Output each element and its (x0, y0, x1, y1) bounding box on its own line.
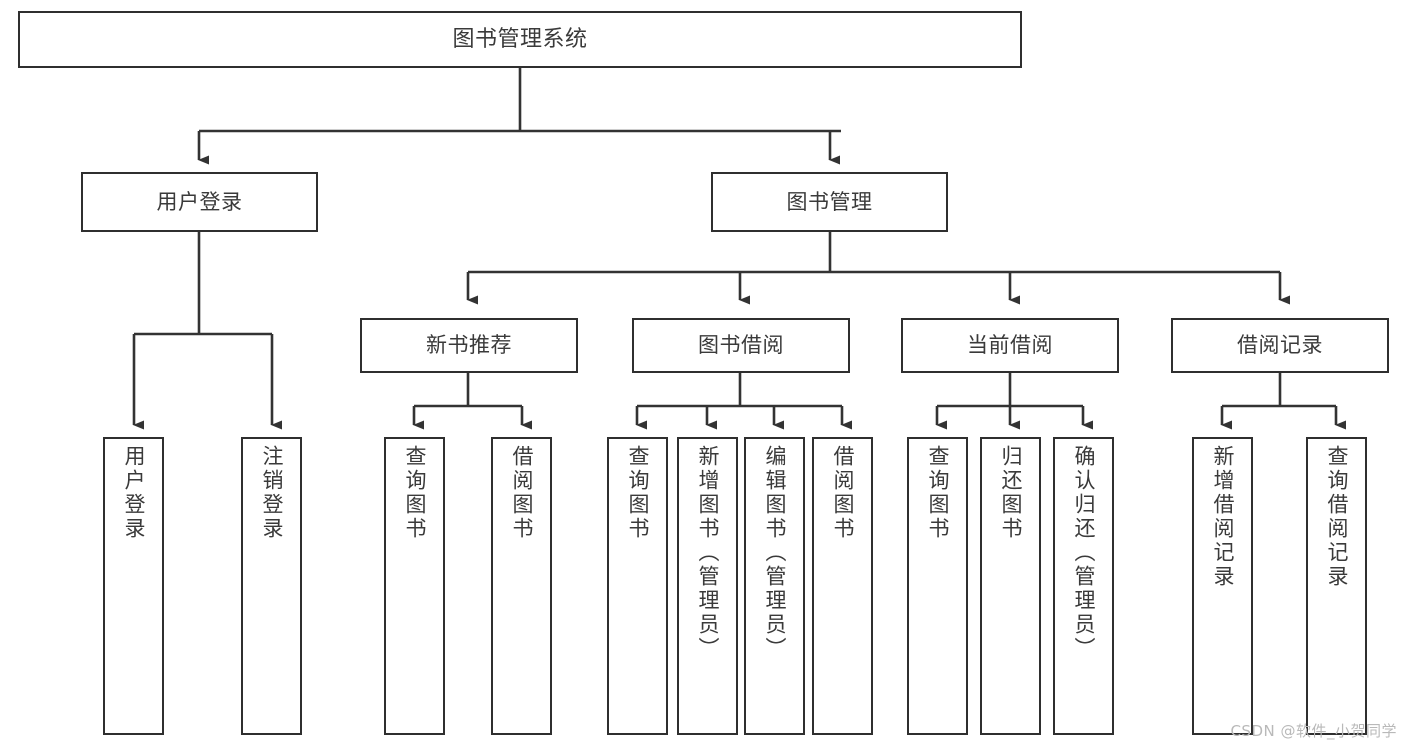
leaf-borrow-edit-book-admin[interactable]: 编辑图书（管理员） (744, 437, 805, 735)
leaf-user-login[interactable]: 用户登录 (103, 437, 164, 735)
node-label: 用户登录 (122, 445, 146, 541)
leaf-logout[interactable]: 注销登录 (241, 437, 302, 735)
node-label: 新增图书（管理员） (696, 445, 720, 661)
node-label: 借阅图书 (510, 445, 534, 541)
node-book-management[interactable]: 图书管理 (711, 172, 948, 232)
node-new-book-recommend[interactable]: 新书推荐 (360, 318, 578, 373)
node-label: 查询图书 (626, 445, 650, 541)
node-root-book-management-system[interactable]: 图书管理系统 (18, 11, 1022, 68)
leaf-record-add-borrow-record[interactable]: 新增借阅记录 (1192, 437, 1253, 735)
leaf-current-query-book[interactable]: 查询图书 (907, 437, 968, 735)
leaf-borrow-add-book-admin[interactable]: 新增图书（管理员） (677, 437, 738, 735)
node-label: 新书推荐 (426, 333, 512, 358)
node-label: 查询图书 (926, 445, 950, 541)
watermark: CSDN @软件_小贺同学 (1230, 722, 1397, 740)
node-label: 借阅图书 (831, 445, 855, 541)
node-label: 查询借阅记录 (1325, 445, 1349, 589)
node-user-login[interactable]: 用户登录 (81, 172, 318, 232)
node-label: 归还图书 (999, 445, 1023, 541)
leaf-recommend-query-book[interactable]: 查询图书 (384, 437, 445, 735)
node-label: 图书管理 (786, 189, 873, 214)
node-label: 查询图书 (403, 445, 427, 541)
node-book-borrow[interactable]: 图书借阅 (632, 318, 850, 373)
leaf-borrow-query-book[interactable]: 查询图书 (607, 437, 668, 735)
node-label: 新增借阅记录 (1211, 445, 1235, 589)
node-label: 当前借阅 (967, 333, 1053, 358)
leaf-current-confirm-return-admin[interactable]: 确认归还（管理员） (1053, 437, 1114, 735)
leaf-borrow-borrow-book[interactable]: 借阅图书 (812, 437, 873, 735)
node-label: 注销登录 (260, 445, 284, 541)
leaf-record-query-borrow-record[interactable]: 查询借阅记录 (1306, 437, 1367, 735)
node-borrow-record[interactable]: 借阅记录 (1171, 318, 1389, 373)
leaf-recommend-borrow-book[interactable]: 借阅图书 (491, 437, 552, 735)
node-label: 确认归还（管理员） (1072, 445, 1096, 661)
node-label: 借阅记录 (1237, 333, 1323, 358)
node-label: 图书借阅 (698, 333, 784, 358)
node-label: 图书管理系统 (452, 26, 588, 52)
leaf-current-return-book[interactable]: 归还图书 (980, 437, 1041, 735)
node-label: 编辑图书（管理员） (763, 445, 787, 661)
node-label: 用户登录 (156, 189, 243, 214)
node-current-borrow[interactable]: 当前借阅 (901, 318, 1119, 373)
